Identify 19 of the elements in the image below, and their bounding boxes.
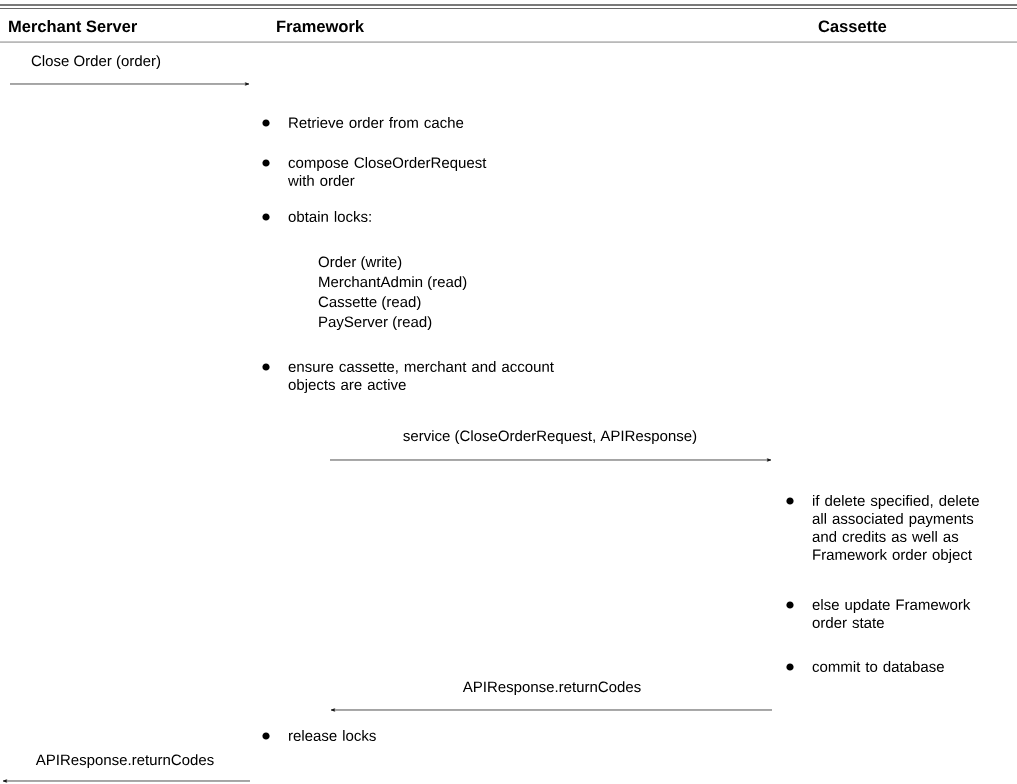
- column-header: Cassette: [818, 20, 887, 33]
- bullet-item: Retrieve order from cache: [262, 117, 464, 128]
- column-header: Merchant Server: [9, 20, 138, 33]
- bullet-item: commit to database: [786, 661, 944, 672]
- bullet-item: ensure cassette, merchant and account objects are active: [262, 361, 554, 393]
- bullet-item: obtain locks:: [262, 211, 371, 222]
- message-label: APIResponse.returnCodes: [461, 680, 643, 697]
- bullet-item: release locks: [262, 730, 376, 741]
- column-header: Framework: [277, 20, 365, 33]
- message-label: service (CloseOrderRequest, APIResponse): [401, 429, 699, 446]
- bullet-item: if delete specified, delete all associated payments and credits as well as Framework order object: [786, 495, 979, 563]
- bullet-item: compose CloseOrderRequest with order: [262, 157, 487, 186]
- lock-item: MerchantAdmin (read): [319, 276, 467, 291]
- message-label: Close Order (order): [30, 54, 163, 71]
- lock-item: Order (write): [318, 256, 402, 271]
- message-label: APIResponse.returnCodes: [34, 753, 216, 770]
- lock-item: PayServer (read): [319, 316, 432, 331]
- bullet-item: else update Framework order state: [786, 599, 971, 628]
- lock-item: Cassette (read): [318, 296, 421, 311]
